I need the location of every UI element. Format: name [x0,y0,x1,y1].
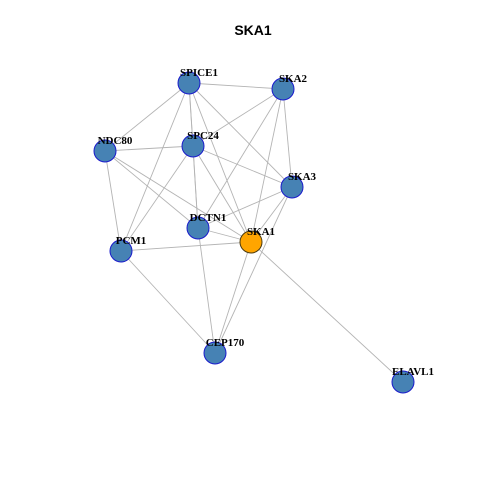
edge-ndc80-dctn1 [104,150,199,229]
edge-ndc80-spc24 [104,145,194,152]
edge-ska3-dctn1 [197,186,293,229]
graph-title: SKA1 [234,22,272,38]
edge-spc24-ska3 [192,145,293,188]
edge-ska1-elavl1 [250,241,404,383]
node-dctn1[interactable] [186,216,210,240]
edge-ska1-pcm1 [120,241,252,252]
edge-dctn1-cep170 [197,227,216,354]
node-ndc80[interactable] [93,139,117,163]
edge-spice1-pcm1 [120,82,190,252]
node-label-ska1: SKA1 [247,226,275,238]
edge-ska2-ska1 [250,88,284,243]
edge-spice1-ndc80 [104,82,190,152]
node-spice1[interactable] [177,71,201,95]
edge-pcm1-cep170 [120,250,216,354]
node-cep170[interactable] [203,341,227,365]
node-label-pcm1: PCM1 [116,235,147,247]
edge-ska3-cep170 [214,186,293,354]
node-ska2[interactable] [271,77,295,101]
node-label-spice1: SPICE1 [180,67,218,79]
node-pcm1[interactable] [109,239,133,263]
edge-spc24-dctn1 [192,145,199,229]
edge-ska2-dctn1 [197,88,284,229]
node-label-ndc80: NDC80 [98,135,133,147]
edge-spice1-ska3 [188,82,293,188]
edge-ska2-spc24 [192,88,284,147]
edge-spice1-ska2 [188,82,284,90]
edge-spice1-ska1 [188,82,252,243]
edge-ndc80-ska1 [104,150,252,243]
node-layer [93,71,415,394]
node-ska3[interactable] [280,175,304,199]
node-label-ska3: SKA3 [288,171,317,183]
node-spc24[interactable] [181,134,205,158]
node-elavl1[interactable] [391,370,415,394]
edge-spc24-pcm1 [120,145,194,252]
edge-ska2-ska3 [282,88,293,188]
node-label-cep170: CEP170 [206,337,245,349]
node-label-elavl1: ELAVL1 [392,366,434,378]
edge-spc24-ska1 [192,145,252,243]
edge-ska1-cep170 [214,241,252,354]
node-ska1[interactable] [239,230,263,254]
node-label-spc24: SPC24 [187,130,219,142]
node-label-dctn1: DCTN1 [190,212,227,224]
edge-ndc80-pcm1 [104,150,122,252]
node-label-ska2: SKA2 [279,73,308,85]
